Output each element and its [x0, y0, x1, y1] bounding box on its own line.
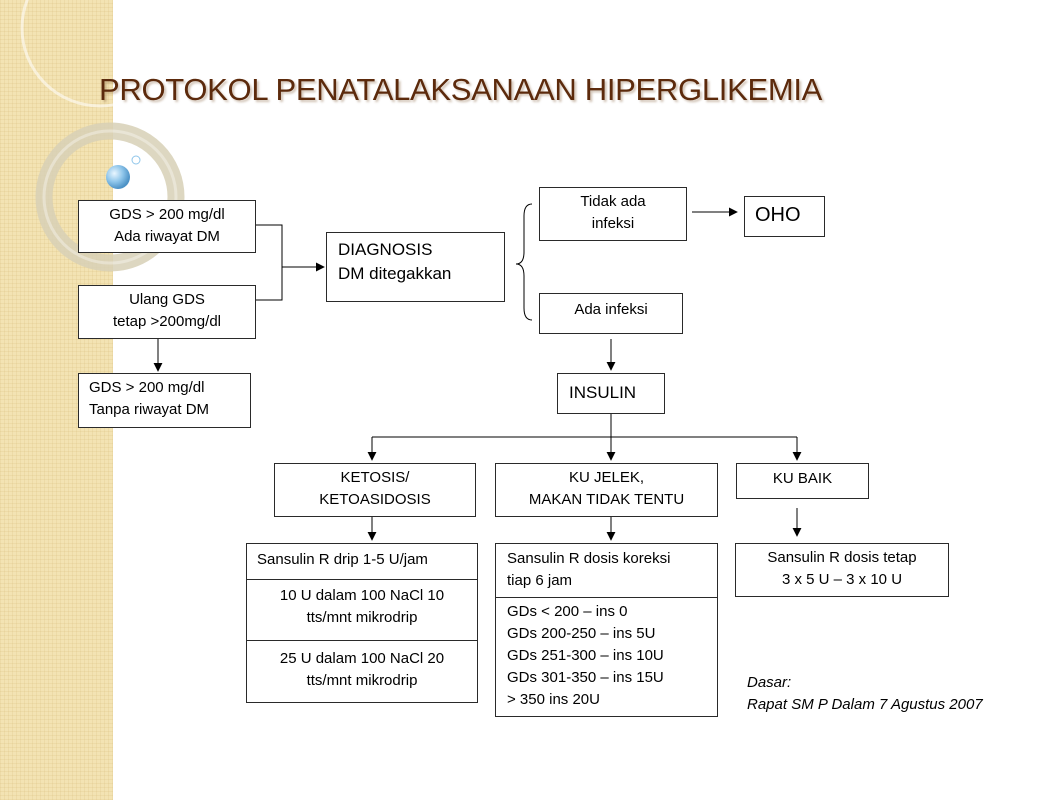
ulang-gds-line2: tetap >200mg/dl	[113, 313, 221, 330]
ku-baik-box: KU BAIK	[736, 463, 869, 499]
ketosis-line1: KETOSIS/	[340, 469, 410, 486]
ku-jelek-line2: MAKAN TIDAK TENTU	[528, 491, 685, 508]
drip-row2-cell: 25 U dalam 100 NaCl 20 tts/mnt mikrodrip	[247, 641, 477, 703]
ada-infeksi-label: Ada infeksi	[574, 301, 648, 318]
drip-row1-line2: tts/mnt mikrodrip	[306, 609, 418, 626]
insulin-label: INSULIN	[569, 383, 637, 402]
ada-infeksi-box: Ada infeksi	[539, 293, 683, 334]
diagnosis-line2: DM ditegakkan	[338, 264, 452, 283]
gds-riwayat-line1: GDS > 200 mg/dl	[109, 206, 225, 223]
drip-row1-cell: 10 U dalam 100 NaCl 10 tts/mnt mikrodrip	[247, 580, 477, 641]
dosis-tetap-line1: Sansulin R dosis tetap	[767, 549, 917, 566]
koreksi-header-line2: tiap 6 jam	[507, 572, 573, 589]
drip-row1-line1: 10 U dalam 100 NaCl 10	[279, 587, 445, 604]
koreksi-line: GDs 200-250 – ins 5U	[507, 625, 656, 642]
gds-riwayat-line2: Ada riwayat DM	[114, 228, 220, 245]
ku-jelek-box: KU JELEK, MAKAN TIDAK TENTU	[495, 463, 718, 517]
dosis-tetap-line2: 3 x 5 U – 3 x 10 U	[781, 571, 903, 588]
tidak-infeksi-box: Tidak ada infeksi	[539, 187, 687, 241]
gds-tanpa-line1: GDS > 200 mg/dl	[89, 379, 205, 396]
dosis-tetap-box: Sansulin R dosis tetap 3 x 5 U – 3 x 10 …	[735, 543, 949, 597]
koreksi-line: > 350 ins 20U	[507, 691, 600, 708]
decorative-rings	[20, 0, 185, 272]
ku-baik-label: KU BAIK	[772, 470, 833, 487]
bubble-small	[131, 155, 141, 165]
gds-tanpa-box: GDS > 200 mg/dl Tanpa riwayat DM	[78, 373, 251, 428]
ku-jelek-line1: KU JELEK,	[568, 469, 645, 486]
koreksi-table: Sansulin R dosis koreksi tiap 6 jam GDs …	[495, 543, 718, 717]
koreksi-line: GDs < 200 – ins 0	[507, 603, 628, 620]
drip-row2-line1: 25 U dalam 100 NaCl 20	[279, 650, 445, 667]
insulin-box: INSULIN	[557, 373, 665, 414]
merge-bracket	[256, 224, 283, 301]
ulang-gds-line1: Ulang GDS	[129, 291, 205, 308]
outer-ring	[20, 0, 180, 108]
ulang-gds-box: Ulang GDS tetap >200mg/dl	[78, 285, 256, 339]
koreksi-line: GDs 251-300 – ins 10U	[507, 647, 664, 664]
gds-tanpa-line2: Tanpa riwayat DM	[89, 401, 210, 418]
koreksi-list: GDs < 200 – ins 0 GDs 200-250 – ins 5U G…	[496, 598, 717, 711]
koreksi-header-cell: Sansulin R dosis koreksi tiap 6 jam	[496, 544, 717, 598]
reference-note: Dasar: Rapat SM P Dalam 7 Agustus 2007	[747, 672, 983, 716]
drip-header: Sansulin R drip 1-5 U/jam	[257, 551, 428, 568]
gds-riwayat-box: GDS > 200 mg/dl Ada riwayat DM	[78, 200, 256, 253]
oho-box: OHO	[744, 196, 825, 237]
koreksi-line: GDs 301-350 – ins 15U	[507, 669, 664, 686]
drip-table: Sansulin R drip 1-5 U/jam 10 U dalam 100…	[246, 543, 478, 703]
reference-source: Rapat SM P Dalam 7 Agustus 2007	[747, 696, 983, 713]
diagnosis-line1: DIAGNOSIS	[338, 240, 433, 259]
page-title: PROTOKOL PENATALAKSANAAN HIPERGLIKEMIA	[99, 72, 823, 107]
tidak-infeksi-line1: Tidak ada	[580, 193, 646, 210]
diagnosis-box: DIAGNOSIS DM ditegakkan	[326, 232, 505, 302]
tidak-infeksi-line2: infeksi	[591, 215, 635, 232]
drip-row2-line2: tts/mnt mikrodrip	[306, 672, 418, 689]
koreksi-header-line1: Sansulin R dosis koreksi	[507, 550, 671, 567]
large-ring	[35, 122, 185, 272]
bubble-large	[106, 165, 130, 189]
drip-header-cell: Sansulin R drip 1-5 U/jam	[247, 544, 477, 580]
ketosis-line2: KETOASIDOSIS	[319, 491, 431, 508]
curly-brace	[515, 203, 533, 321]
reference-label: Dasar:	[747, 674, 792, 691]
ketosis-box: KETOSIS/ KETOASIDOSIS	[274, 463, 476, 517]
oho-label: OHO	[755, 204, 801, 226]
